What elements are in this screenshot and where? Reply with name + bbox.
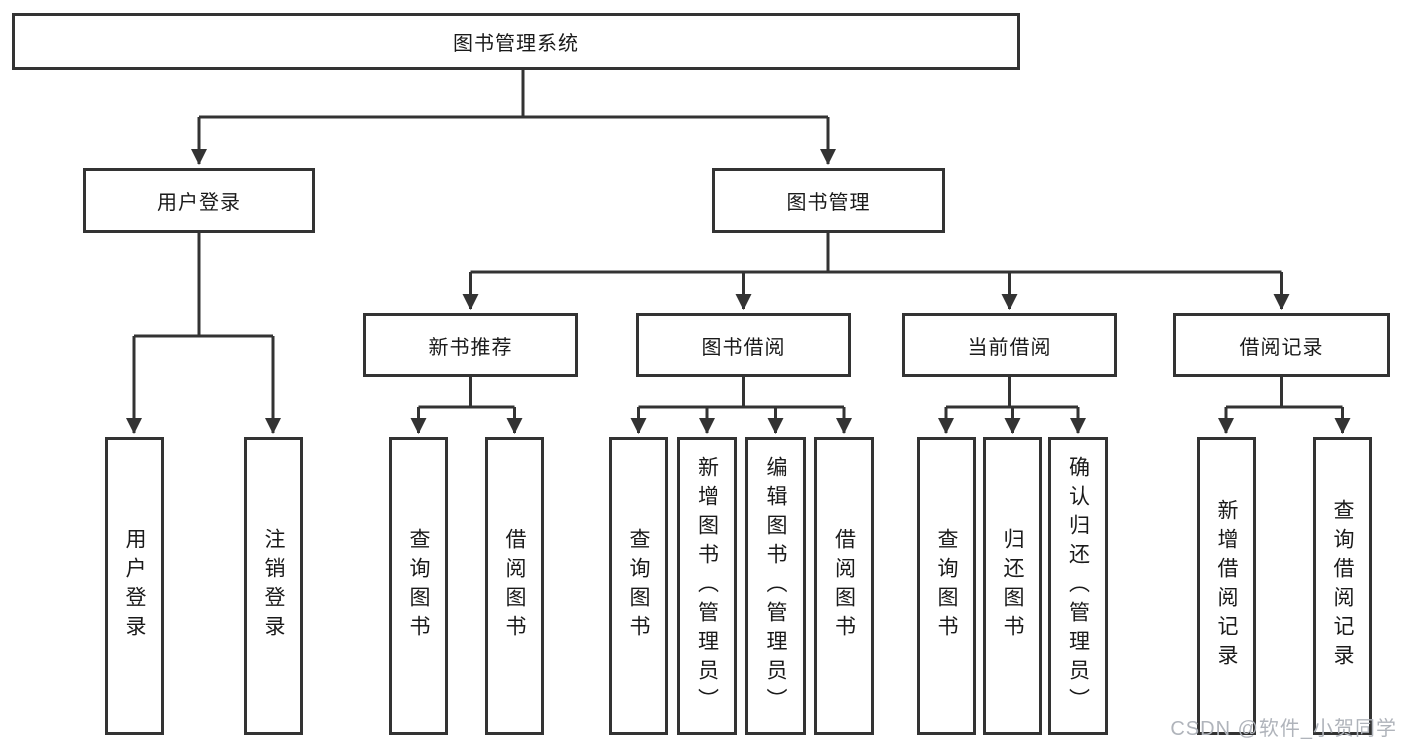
leaf-label: 新增图书（管理员） — [695, 455, 719, 717]
node-group-current-borrow: 当前借阅 — [902, 313, 1117, 377]
node-leaf-logout: 注销登录 — [244, 437, 303, 735]
leaf-label: 确认归还（管理员） — [1066, 455, 1090, 717]
leaf-label: 编辑图书（管理员） — [764, 455, 787, 717]
leaf-label: 查询图书 — [627, 528, 650, 644]
node-leaf-add-books-admin: 新增图书（管理员） — [677, 437, 737, 735]
node-leaf-query-borrow-record: 查询借阅记录 — [1313, 437, 1372, 735]
leaf-label: 借阅图书 — [832, 528, 856, 644]
node-leaf-return-books: 归还图书 — [983, 437, 1042, 735]
leaf-label: 查询图书 — [407, 528, 430, 644]
node-leaf-query-books: 查询图书 — [389, 437, 448, 735]
node-leaf-borrow-books: 借阅图书 — [814, 437, 874, 735]
node-root-system: 图书管理系统 — [12, 13, 1020, 70]
node-group-book-borrow: 图书借阅 — [636, 313, 851, 377]
node-group-new-book-recommend: 新书推荐 — [363, 313, 578, 377]
node-leaf-add-borrow-record: 新增借阅记录 — [1197, 437, 1256, 735]
node-leaf-confirm-return-admin: 确认归还（管理员） — [1048, 437, 1108, 735]
leaf-label: 借阅图书 — [503, 528, 526, 644]
csdn-watermark: CSDN @软件_小贺同学 — [1170, 718, 1397, 740]
leaf-label: 查询图书 — [935, 528, 958, 644]
leaf-label: 注销登录 — [262, 528, 285, 644]
node-leaf-user-login: 用户登录 — [105, 437, 164, 735]
node-leaf-borrow-books: 借阅图书 — [485, 437, 544, 735]
node-user-login-branch: 用户登录 — [83, 168, 315, 233]
node-leaf-query-books: 查询图书 — [917, 437, 976, 735]
node-book-management-branch: 图书管理 — [712, 168, 945, 233]
node-leaf-edit-books-admin: 编辑图书（管理员） — [745, 437, 806, 735]
leaf-label: 查询借阅记录 — [1331, 499, 1354, 673]
leaf-label: 归还图书 — [1001, 528, 1024, 644]
leaf-label: 用户登录 — [123, 528, 146, 644]
leaf-label: 新增借阅记录 — [1215, 499, 1238, 673]
node-group-borrow-records: 借阅记录 — [1173, 313, 1390, 377]
node-leaf-query-books: 查询图书 — [609, 437, 668, 735]
